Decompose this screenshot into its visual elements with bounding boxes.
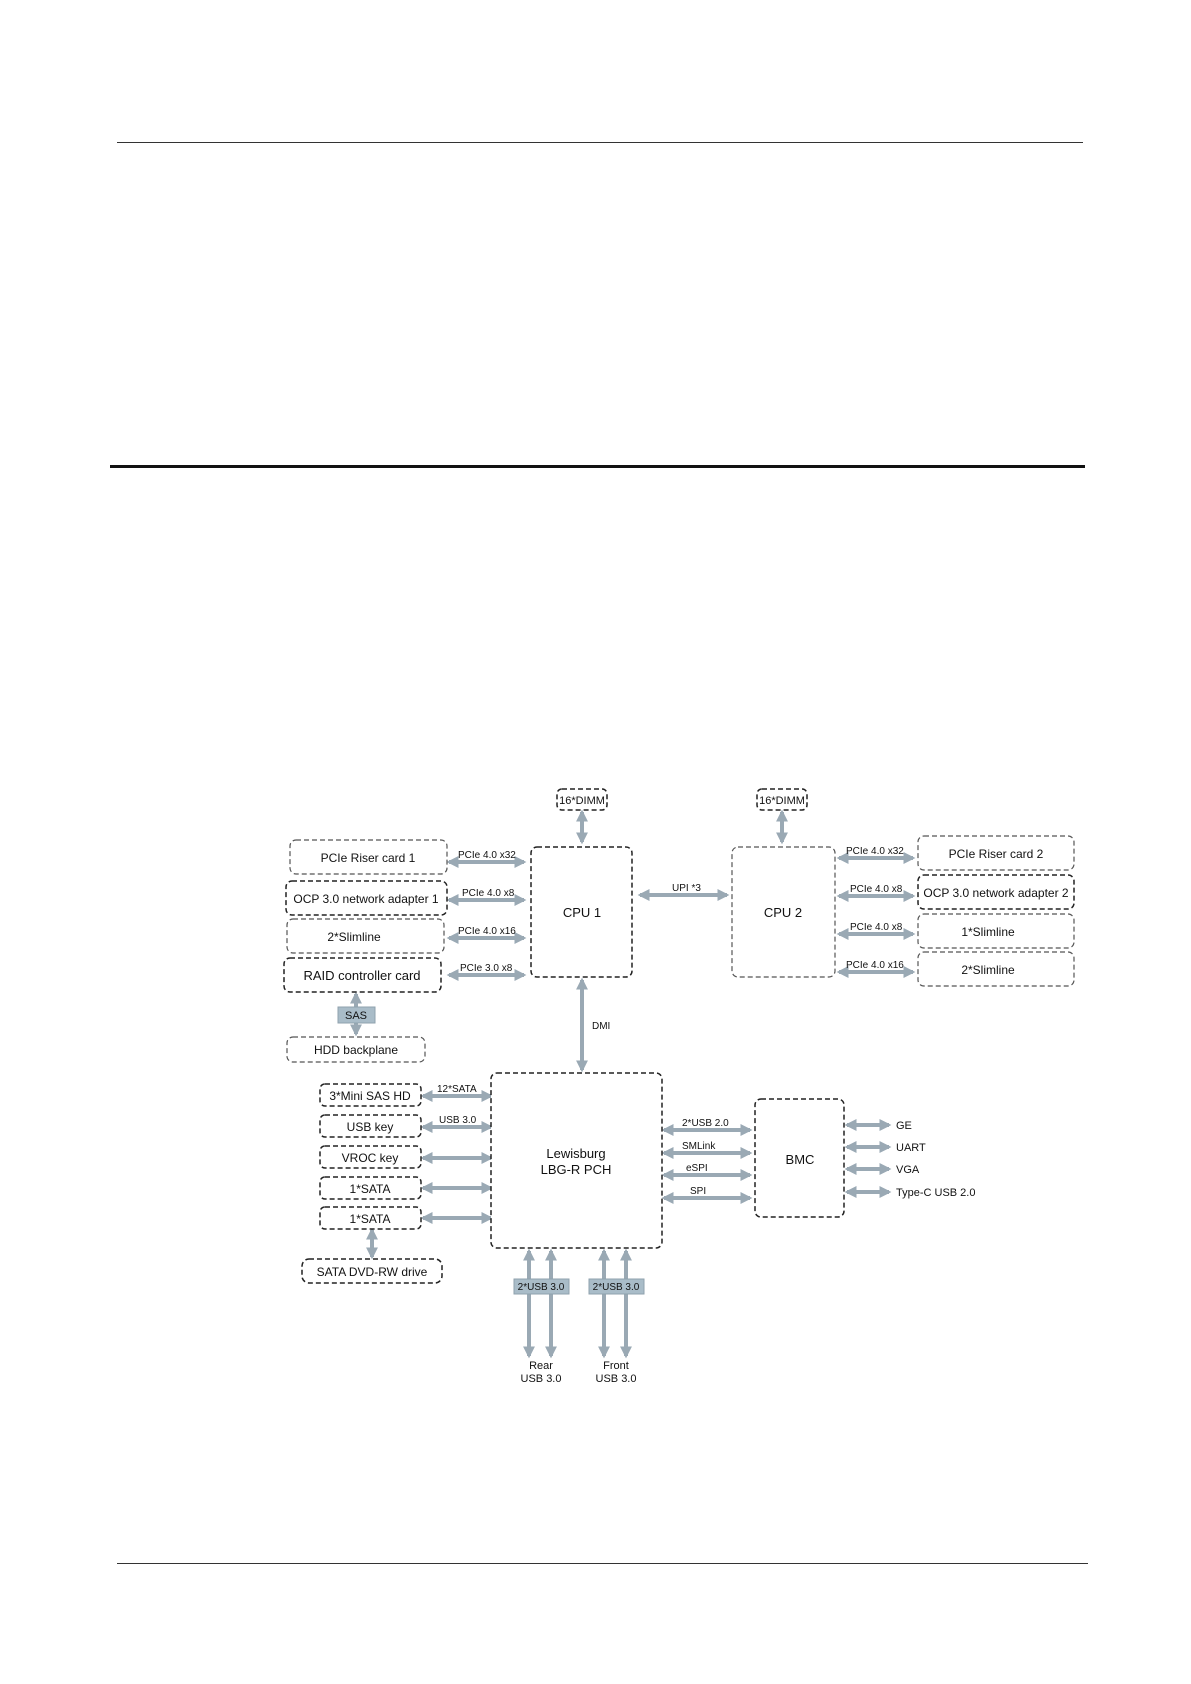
front-usb-tag-label: 2*USB 3.0 — [593, 1282, 640, 1293]
ocp1-label: OCP 3.0 network adapter 1 — [293, 892, 439, 906]
riser2-link-label: PCIe 4.0 x32 — [846, 846, 904, 857]
cpu2-block: CPU 2 — [731, 846, 836, 978]
ocp2-label: OCP 3.0 network adapter 2 — [923, 886, 1069, 900]
output-labels: GE UART VGA Type-C USB 2.0 Rear USB 3.0 … — [521, 1120, 976, 1385]
raid-link-label: PCIe 3.0 x8 — [460, 963, 513, 974]
bmc-label: BMC — [786, 1152, 815, 1167]
slim-r2-block: 2*Slimline — [917, 951, 1075, 987]
rear-label-line1: Rear — [529, 1360, 553, 1372]
espi-link-label: eSPI — [686, 1163, 708, 1174]
usb30-link-label: USB 3.0 — [439, 1115, 477, 1126]
sata2-label: 1*SATA — [350, 1212, 391, 1226]
front-label-line2: USB 3.0 — [596, 1373, 637, 1385]
slim-r1-link-label: PCIe 4.0 x8 — [850, 922, 903, 933]
ocp2-block: OCP 3.0 network adapter 2 — [917, 874, 1075, 910]
riser2-block: PCIe Riser card 2 — [917, 835, 1075, 871]
dimm1-label: 16*DIMM — [559, 795, 605, 807]
footer-rule — [117, 1563, 1088, 1564]
upi-label: UPI *3 — [672, 883, 701, 894]
riser2-label: PCIe Riser card 2 — [949, 847, 1044, 861]
usbkey-block: USB key — [319, 1114, 422, 1138]
cpu1-block: CPU 1 — [530, 846, 633, 978]
slim-left-label: 2*Slimline — [327, 930, 381, 944]
minisas-label: 3*Mini SAS HD — [329, 1089, 411, 1103]
cpu1-label: CPU 1 — [563, 905, 601, 920]
rear-label-line2: USB 3.0 — [521, 1373, 562, 1385]
raid-label: RAID controller card — [303, 968, 420, 983]
slim-r2-label: 2*Slimline — [961, 963, 1015, 977]
ocp2-link-label: PCIe 4.0 x8 — [850, 884, 903, 895]
pch-label-line1: Lewisburg — [546, 1146, 605, 1161]
sata2-block: 1*SATA — [319, 1206, 422, 1230]
sata12-link-label: 12*SATA — [437, 1084, 477, 1095]
typec-label: Type-C USB 2.0 — [896, 1187, 975, 1199]
front-usb-tag: 2*USB 3.0 — [588, 1278, 645, 1295]
dimm2-block: 16*DIMM — [756, 788, 808, 811]
rear-usb-tag: 2*USB 3.0 — [513, 1278, 570, 1295]
dimm1-block: 16*DIMM — [556, 788, 608, 811]
sata1-label: 1*SATA — [350, 1182, 391, 1196]
slim-r1-label: 1*Slimline — [961, 925, 1015, 939]
ge-label: GE — [896, 1120, 912, 1132]
slim-left-link-label: PCIe 4.0 x16 — [458, 926, 516, 937]
pch-block: Lewisburg LBG-R PCH — [490, 1072, 663, 1249]
pch-label-line2: LBG-R PCH — [541, 1162, 612, 1177]
bmc-block: BMC — [754, 1098, 845, 1218]
uart-label: UART — [896, 1142, 926, 1154]
smlink-link-label: SMLink — [682, 1141, 716, 1152]
dvd-label: SATA DVD-RW drive — [317, 1265, 428, 1279]
hdd-block: HDD backplane — [286, 1036, 426, 1063]
slim-r1-block: 1*Slimline — [917, 913, 1075, 949]
dimm2-label: 16*DIMM — [759, 795, 805, 807]
ocp1-block: OCP 3.0 network adapter 1 — [285, 880, 448, 916]
dmi-label: DMI — [592, 1021, 610, 1032]
riser1-label: PCIe Riser card 1 — [321, 851, 416, 865]
riser1-block: PCIe Riser card 1 — [289, 839, 448, 875]
slim-r2-link-label: PCIe 4.0 x16 — [846, 960, 904, 971]
riser1-link-label: PCIe 4.0 x32 — [458, 850, 516, 861]
ocp1-link-label: PCIe 4.0 x8 — [462, 888, 515, 899]
vroc-label: VROC key — [342, 1151, 399, 1165]
minisas-block: 3*Mini SAS HD — [319, 1083, 422, 1107]
slim-left-block: 2*Slimline — [286, 918, 445, 954]
sas-label: SAS — [345, 1010, 367, 1022]
raid-block: RAID controller card — [283, 957, 442, 993]
vga-label: VGA — [896, 1164, 920, 1176]
rear-usb-tag-label: 2*USB 3.0 — [518, 1282, 565, 1293]
sas-tag: SAS — [337, 1006, 376, 1024]
cpu2-label: CPU 2 — [764, 905, 802, 920]
link-labels: PCIe 4.0 x32 PCIe 4.0 x8 PCIe 4.0 x16 PC… — [437, 846, 904, 1197]
vroc-block: VROC key — [319, 1145, 422, 1169]
hdd-label: HDD backplane — [314, 1043, 398, 1057]
front-label-line1: Front — [603, 1360, 629, 1372]
dvd-block: SATA DVD-RW drive — [301, 1258, 443, 1284]
header-rule — [117, 142, 1083, 143]
usbkey-label: USB key — [347, 1120, 394, 1134]
usb20-link-label: 2*USB 2.0 — [682, 1118, 729, 1129]
section-rule — [110, 465, 1085, 468]
sata1-block: 1*SATA — [319, 1176, 422, 1200]
spi-link-label: SPI — [690, 1186, 706, 1197]
